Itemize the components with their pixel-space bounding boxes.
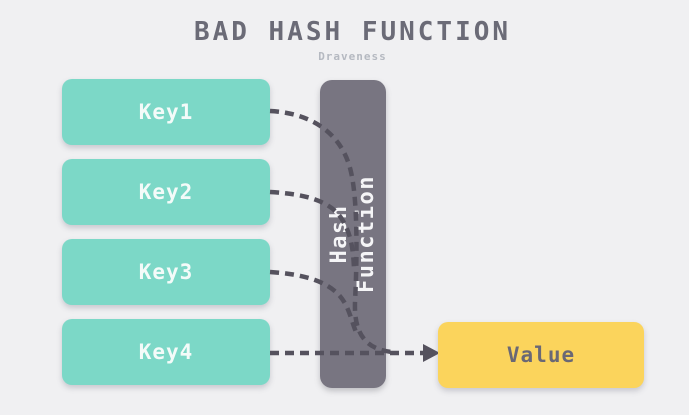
key4-box: Key4 [62,319,270,385]
hash-function-bar: Hash Function [320,80,386,388]
hash-function-label: Hash Function [326,175,380,293]
diagram-title: BAD HASH FUNCTION [193,17,512,47]
key2-label: Key2 [138,180,194,204]
key2-box: Key2 [62,159,270,225]
key1-label: Key1 [138,100,194,124]
hash-function-label-line1: Hash [327,204,352,264]
value-box: Value [438,322,644,388]
key4-label: Key4 [138,340,194,364]
key1-box: Key1 [62,79,270,145]
key3-box: Key3 [62,239,270,305]
value-label: Value [506,343,576,367]
diagram-subtitle: Draveness [318,50,387,63]
key3-label: Key3 [138,260,194,284]
hash-function-label-line2: Function [354,175,379,293]
